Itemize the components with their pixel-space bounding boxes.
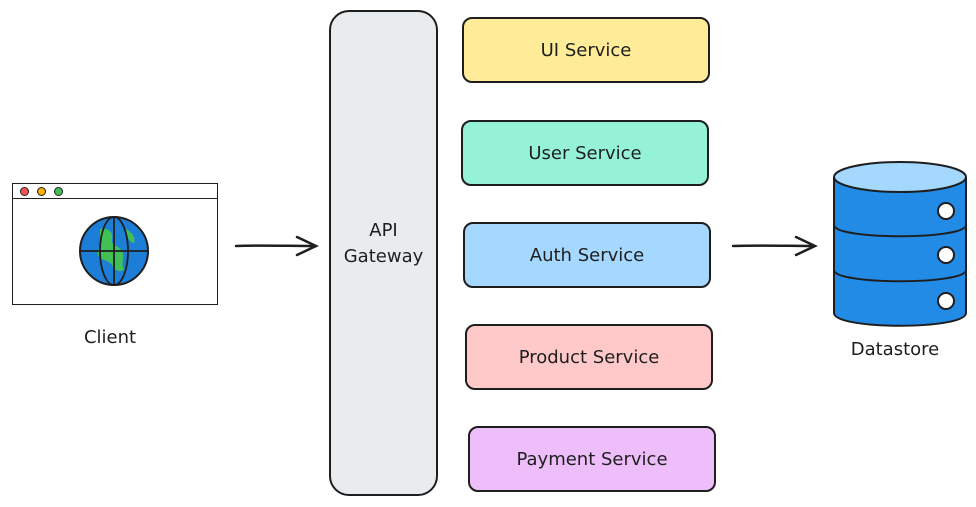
datastore-icon [833,161,967,327]
product-service-box: Product Service [465,324,713,390]
user-service-box: User Service [461,120,709,186]
client-label: Client [83,327,137,348]
auth-service-box: Auth Service [463,222,711,288]
payment-service-box: Payment Service [468,426,716,492]
client-to-gateway-arrow [234,235,319,257]
globe-icon [79,216,149,286]
ui-service-box: UI Service [462,17,710,83]
api-gateway-label-line1: API [369,220,398,241]
api-gateway-label-line2: Gateway [343,246,424,267]
minimize-dot-icon [37,187,46,196]
browser-titlebar [13,184,217,199]
api-gateway [329,10,438,496]
close-dot-icon [20,187,29,196]
maximize-dot-icon [54,187,63,196]
datastore-label: Datastore [850,339,940,360]
api-gateway-label: API Gateway [329,218,438,270]
services-to-datastore-arrow [731,235,818,257]
